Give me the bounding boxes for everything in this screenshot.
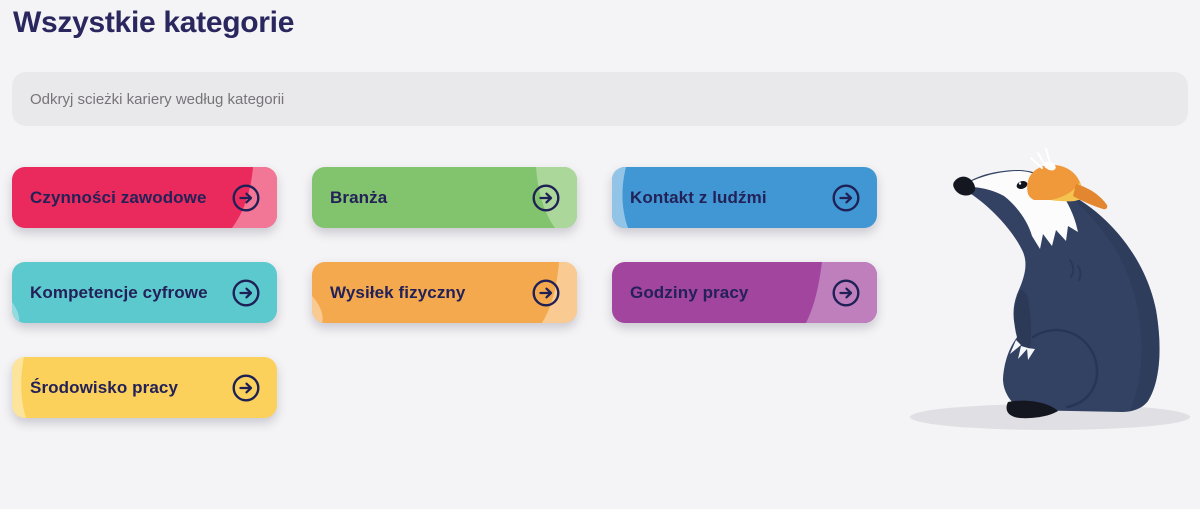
- arrow-circle-icon: [531, 183, 561, 213]
- arrow-circle-icon: [531, 278, 561, 308]
- badger-claws: [1010, 340, 1035, 360]
- shine-accent: [12, 302, 20, 323]
- category-label: Środowisko pracy: [30, 377, 179, 397]
- arrow-circle-icon: [231, 278, 261, 308]
- arrow-circle-icon: [831, 278, 861, 308]
- category-button-godziny-pracy[interactable]: Godziny pracy: [612, 262, 877, 323]
- arrow-circle-icon: [831, 183, 861, 213]
- category-label: Branża: [330, 187, 388, 207]
- category-label: Kontakt z ludźmi: [630, 187, 767, 207]
- category-button-wysilek-fizyczny[interactable]: Wysiłek fizyczny: [312, 262, 577, 323]
- category-button-srodowisko-pracy[interactable]: Środowisko pracy: [12, 357, 277, 418]
- category-grid: Czynności zawodowe Branża Kontakt z ludź…: [12, 167, 882, 418]
- category-label: Godziny pracy: [630, 282, 749, 302]
- arrow-circle-icon: [231, 183, 261, 213]
- category-label: Czynności zawodowe: [30, 187, 207, 207]
- badger-thigh-outline: [1031, 328, 1099, 409]
- category-label: Wysiłek fizyczny: [330, 282, 466, 302]
- search-input[interactable]: [12, 72, 1188, 126]
- badger-back-shading: [1060, 189, 1160, 411]
- shine-accent: [12, 357, 26, 418]
- badger-chest-marks: [1069, 259, 1082, 281]
- category-button-czynnosci-zawodowe[interactable]: Czynności zawodowe: [12, 167, 277, 228]
- badger-nose: [953, 176, 976, 196]
- badger-feather-tip: [1044, 161, 1056, 171]
- badger-feet: [1006, 400, 1058, 419]
- shine-accent: [232, 167, 277, 228]
- arrow-circle-icon: [231, 373, 261, 403]
- category-button-branza[interactable]: Branża: [312, 167, 577, 228]
- badger-cap-bill: [1073, 184, 1108, 210]
- badger-mascot-illustration: [910, 148, 1190, 430]
- badger-eye-glint: [1018, 182, 1022, 185]
- category-button-kompetencje-cyfrowe[interactable]: Kompetencje cyfrowe: [12, 262, 277, 323]
- badger-cap: [1027, 164, 1082, 200]
- badger-arm: [1014, 289, 1032, 351]
- shine-accent: [612, 167, 628, 228]
- category-label: Kompetencje cyfrowe: [30, 282, 208, 302]
- category-button-kontakt-z-ludzmi[interactable]: Kontakt z ludźmi: [612, 167, 877, 228]
- shine-accent: [536, 167, 577, 228]
- page-title: Wszystkie kategorie: [13, 6, 295, 39]
